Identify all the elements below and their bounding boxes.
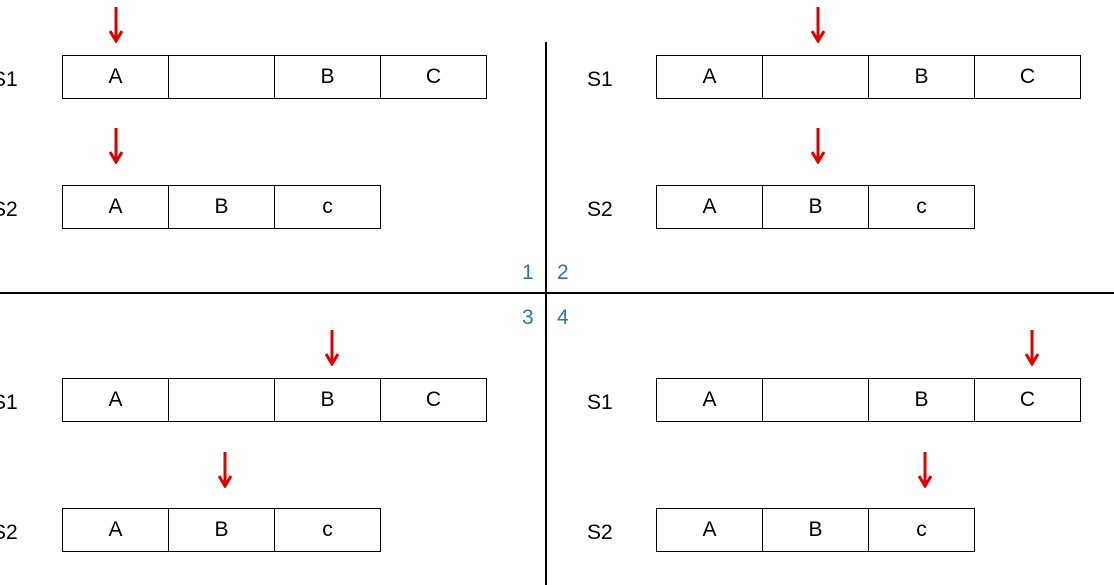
s2-cell: c <box>868 185 975 229</box>
s1-cell: C <box>380 55 487 99</box>
s2-pointer-arrow-icon <box>109 128 123 164</box>
s2-cell: c <box>274 508 381 552</box>
s1-cell: A <box>62 378 169 422</box>
s1-pointer-arrow-icon <box>325 330 339 366</box>
quadrant-number-1: 1 <box>522 261 534 284</box>
s2-array: A B c <box>62 508 381 552</box>
s2-label: S2 <box>587 521 613 544</box>
s2-label: S2 <box>587 198 613 221</box>
s1-label: S1 <box>0 391 18 414</box>
s1-cell: B <box>868 378 975 422</box>
s1-array: A B C <box>62 378 487 422</box>
s2-array: A B c <box>656 185 975 229</box>
s1-cell: C <box>974 55 1081 99</box>
s1-cell: C <box>380 378 487 422</box>
s2-label: S2 <box>0 198 18 221</box>
s2-label: S2 <box>0 521 18 544</box>
vertical-divider <box>545 42 547 585</box>
s1-cell: B <box>868 55 975 99</box>
quadrant-number-2: 2 <box>557 261 569 284</box>
s2-array: A B c <box>656 508 975 552</box>
s1-label: S1 <box>0 68 18 91</box>
s1-pointer-arrow-icon <box>109 7 123 43</box>
s2-cell: B <box>762 185 869 229</box>
s1-pointer-arrow-icon <box>1025 330 1039 366</box>
s1-cell: A <box>656 55 763 99</box>
s2-pointer-arrow-icon <box>918 452 932 488</box>
s1-array: A B C <box>62 55 487 99</box>
s2-cell: c <box>274 185 381 229</box>
s2-pointer-arrow-icon <box>811 128 825 164</box>
s2-pointer-arrow-icon <box>218 452 232 488</box>
s2-cell: B <box>168 508 275 552</box>
s1-cell: B <box>274 55 381 99</box>
s1-cell <box>762 55 869 99</box>
s2-cell: A <box>62 185 169 229</box>
s1-cell: C <box>974 378 1081 422</box>
quadrant-number-3: 3 <box>522 306 534 329</box>
s1-array: A B C <box>656 378 1081 422</box>
s2-cell: A <box>62 508 169 552</box>
s2-array: A B c <box>62 185 381 229</box>
horizontal-divider <box>0 292 1114 294</box>
s2-cell: B <box>762 508 869 552</box>
s2-cell: A <box>656 508 763 552</box>
s1-pointer-arrow-icon <box>811 7 825 43</box>
s1-cell: B <box>274 378 381 422</box>
s1-cell: A <box>62 55 169 99</box>
s1-cell <box>762 378 869 422</box>
s1-cell: A <box>656 378 763 422</box>
s1-label: S1 <box>587 68 613 91</box>
quadrant-number-4: 4 <box>557 306 569 329</box>
s1-cell <box>168 378 275 422</box>
s1-cell <box>168 55 275 99</box>
s2-cell: B <box>168 185 275 229</box>
s1-array: A B C <box>656 55 1081 99</box>
s1-label: S1 <box>587 391 613 414</box>
s2-cell: c <box>868 508 975 552</box>
s2-cell: A <box>656 185 763 229</box>
